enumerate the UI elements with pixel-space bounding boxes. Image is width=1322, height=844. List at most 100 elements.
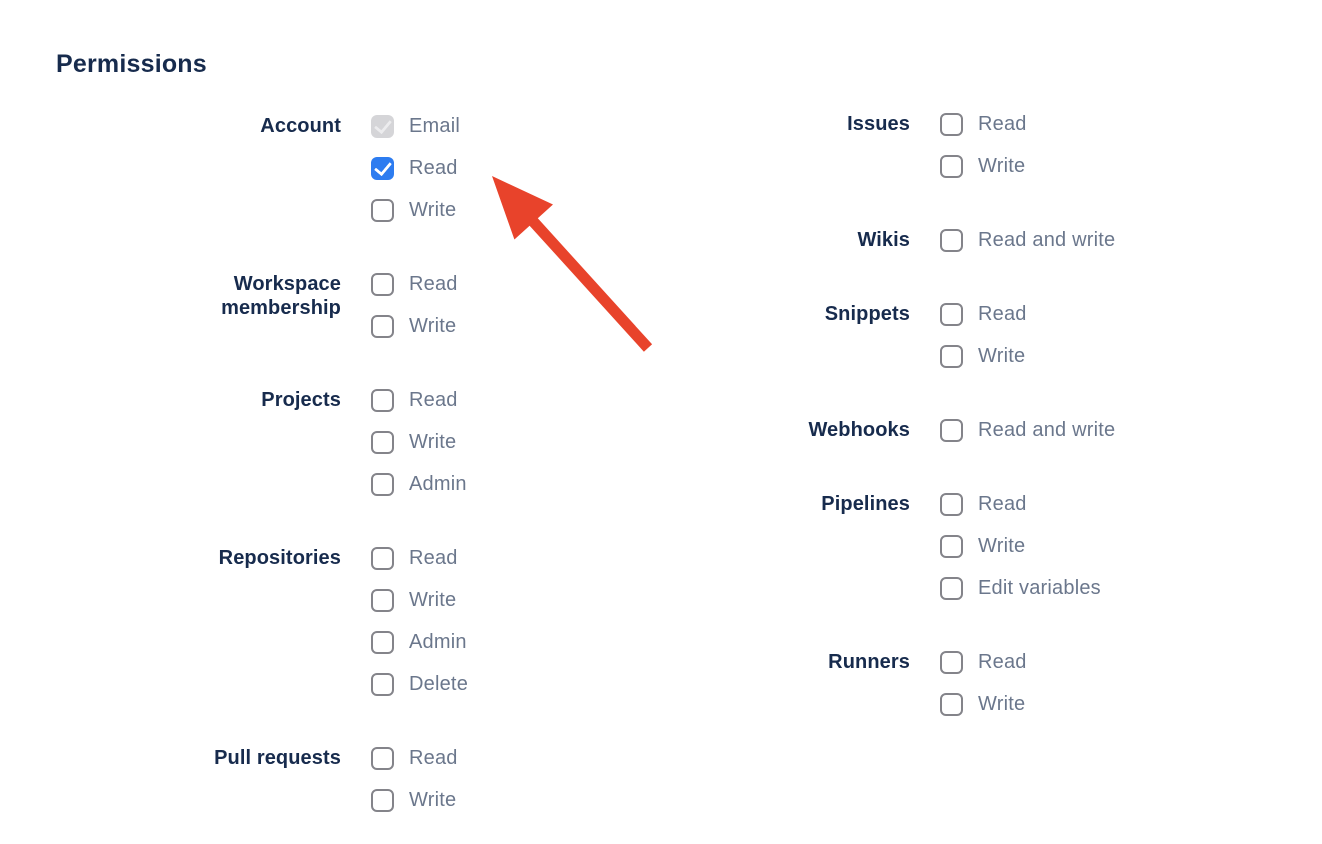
- option-row-account-read[interactable]: Read: [371, 156, 460, 180]
- checkbox-label-runners-write[interactable]: Write: [978, 693, 1026, 715]
- checkbox-label-projects-read[interactable]: Read: [409, 389, 458, 411]
- checkbox-label-snippets-write[interactable]: Write: [978, 345, 1026, 367]
- checkbox-label-projects-write[interactable]: Write: [409, 431, 457, 453]
- option-row-workspace-membership-write[interactable]: Write: [371, 314, 458, 338]
- checkbox-label-projects-admin[interactable]: Admin: [409, 473, 467, 495]
- option-row-pull-requests-read[interactable]: Read: [371, 746, 458, 770]
- checkbox-label-account-read[interactable]: Read: [409, 157, 458, 179]
- group-label-workspace-membership: Workspace membership: [221, 273, 341, 319]
- checkbox-label-runners-read[interactable]: Read: [978, 651, 1027, 673]
- checkbox-pipelines-read[interactable]: [940, 492, 963, 516]
- checkbox-projects-write[interactable]: [371, 430, 394, 454]
- checkbox-label-repositories-admin[interactable]: Admin: [409, 631, 467, 653]
- checkbox-projects-admin[interactable]: [371, 472, 394, 496]
- checkbox-pull-requests-read[interactable]: [371, 746, 394, 770]
- checkbox-label-issues-write[interactable]: Write: [978, 155, 1026, 177]
- checkbox-label-workspace-membership-write[interactable]: Write: [409, 315, 457, 337]
- checkbox-label-pull-requests-read[interactable]: Read: [409, 747, 458, 769]
- option-row-runners-write[interactable]: Write: [940, 692, 1027, 716]
- checkbox-label-wikis-read-and-write[interactable]: Read and write: [978, 229, 1116, 251]
- option-row-repositories-admin[interactable]: Admin: [371, 630, 468, 654]
- checkbox-repositories-write[interactable]: [371, 588, 394, 612]
- option-row-pipelines-write[interactable]: Write: [940, 534, 1101, 558]
- options-webhooks: Read and write: [940, 418, 1115, 442]
- option-row-projects-write[interactable]: Write: [371, 430, 467, 454]
- option-row-repositories-read[interactable]: Read: [371, 546, 468, 570]
- checkbox-issues-write[interactable]: [940, 154, 963, 178]
- checkbox-issues-read[interactable]: [940, 112, 963, 136]
- group-label-snippets: Snippets: [824, 303, 910, 325]
- option-row-workspace-membership-read[interactable]: Read: [371, 272, 458, 296]
- checkbox-wikis-read-and-write[interactable]: [940, 228, 963, 252]
- checkbox-repositories-admin[interactable]: [371, 630, 394, 654]
- checkbox-label-pipelines-write[interactable]: Write: [978, 535, 1026, 557]
- permission-group-wikis: Wikis Read and write: [740, 228, 1115, 252]
- checkbox-label-pipelines-edit-variables[interactable]: Edit variables: [978, 577, 1101, 599]
- checkbox-workspace-membership-write[interactable]: [371, 314, 394, 338]
- checkbox-pipelines-edit-variables[interactable]: [940, 576, 963, 600]
- group-label-wikis: Wikis: [857, 229, 910, 251]
- option-row-projects-read[interactable]: Read: [371, 388, 467, 412]
- checkbox-label-repositories-write[interactable]: Write: [409, 589, 457, 611]
- option-row-repositories-delete[interactable]: Delete: [371, 672, 468, 696]
- checkbox-label-webhooks-read-and-write[interactable]: Read and write: [978, 419, 1116, 441]
- option-row-snippets-read[interactable]: Read: [940, 302, 1027, 326]
- checkbox-workspace-membership-read[interactable]: [371, 272, 394, 296]
- option-row-pipelines-read[interactable]: Read: [940, 492, 1101, 516]
- option-row-issues-write[interactable]: Write: [940, 154, 1027, 178]
- checkbox-repositories-delete[interactable]: [371, 672, 394, 696]
- checkbox-account-email: [371, 114, 394, 138]
- checkbox-pull-requests-write[interactable]: [371, 788, 394, 812]
- group-label-issues: Issues: [847, 113, 910, 135]
- checkbox-label-repositories-delete[interactable]: Delete: [409, 673, 469, 695]
- option-row-runners-read[interactable]: Read: [940, 650, 1027, 674]
- checkbox-account-write[interactable]: [371, 198, 394, 222]
- group-label-pipelines: Pipelines: [821, 493, 910, 515]
- option-row-snippets-write[interactable]: Write: [940, 344, 1027, 368]
- option-row-account-write[interactable]: Write: [371, 198, 460, 222]
- group-label-projects: Projects: [261, 389, 341, 411]
- checkbox-projects-read[interactable]: [371, 388, 394, 412]
- option-row-pipelines-edit-variables[interactable]: Edit variables: [940, 576, 1101, 600]
- checkbox-label-pull-requests-write[interactable]: Write: [409, 789, 457, 811]
- option-row-account-email: Email: [371, 114, 460, 138]
- checkbox-account-read[interactable]: [371, 156, 394, 180]
- page-title: Permissions: [56, 50, 207, 78]
- checkbox-label-account-write[interactable]: Write: [409, 199, 457, 221]
- checkbox-label-workspace-membership-read[interactable]: Read: [409, 273, 458, 295]
- checkbox-webhooks-read-and-write[interactable]: [940, 418, 963, 442]
- checkbox-snippets-read[interactable]: [940, 302, 963, 326]
- option-row-issues-read[interactable]: Read: [940, 112, 1027, 136]
- option-row-webhooks-read-and-write[interactable]: Read and write: [940, 418, 1115, 442]
- checkbox-pipelines-write[interactable]: [940, 534, 963, 558]
- checkbox-label-pipelines-read[interactable]: Read: [978, 493, 1027, 515]
- checkbox-label-repositories-read[interactable]: Read: [409, 547, 458, 569]
- checkbox-runners-read[interactable]: [940, 650, 963, 674]
- checkbox-repositories-read[interactable]: [371, 546, 394, 570]
- red-arrow-icon: [492, 176, 653, 352]
- checkbox-runners-write[interactable]: [940, 692, 963, 716]
- options-wikis: Read and write: [940, 228, 1115, 252]
- checkbox-snippets-write[interactable]: [940, 344, 963, 368]
- group-label-pull-requests: Pull requests: [214, 747, 341, 769]
- group-label-account: Account: [260, 115, 341, 137]
- checkbox-label-snippets-read[interactable]: Read: [978, 303, 1027, 325]
- checkbox-label-account-email: Email: [409, 115, 461, 137]
- option-row-pull-requests-write[interactable]: Write: [371, 788, 458, 812]
- option-row-projects-admin[interactable]: Admin: [371, 472, 467, 496]
- option-row-repositories-write[interactable]: Write: [371, 588, 468, 612]
- checkbox-label-issues-read[interactable]: Read: [978, 113, 1027, 135]
- option-row-wikis-read-and-write[interactable]: Read and write: [940, 228, 1115, 252]
